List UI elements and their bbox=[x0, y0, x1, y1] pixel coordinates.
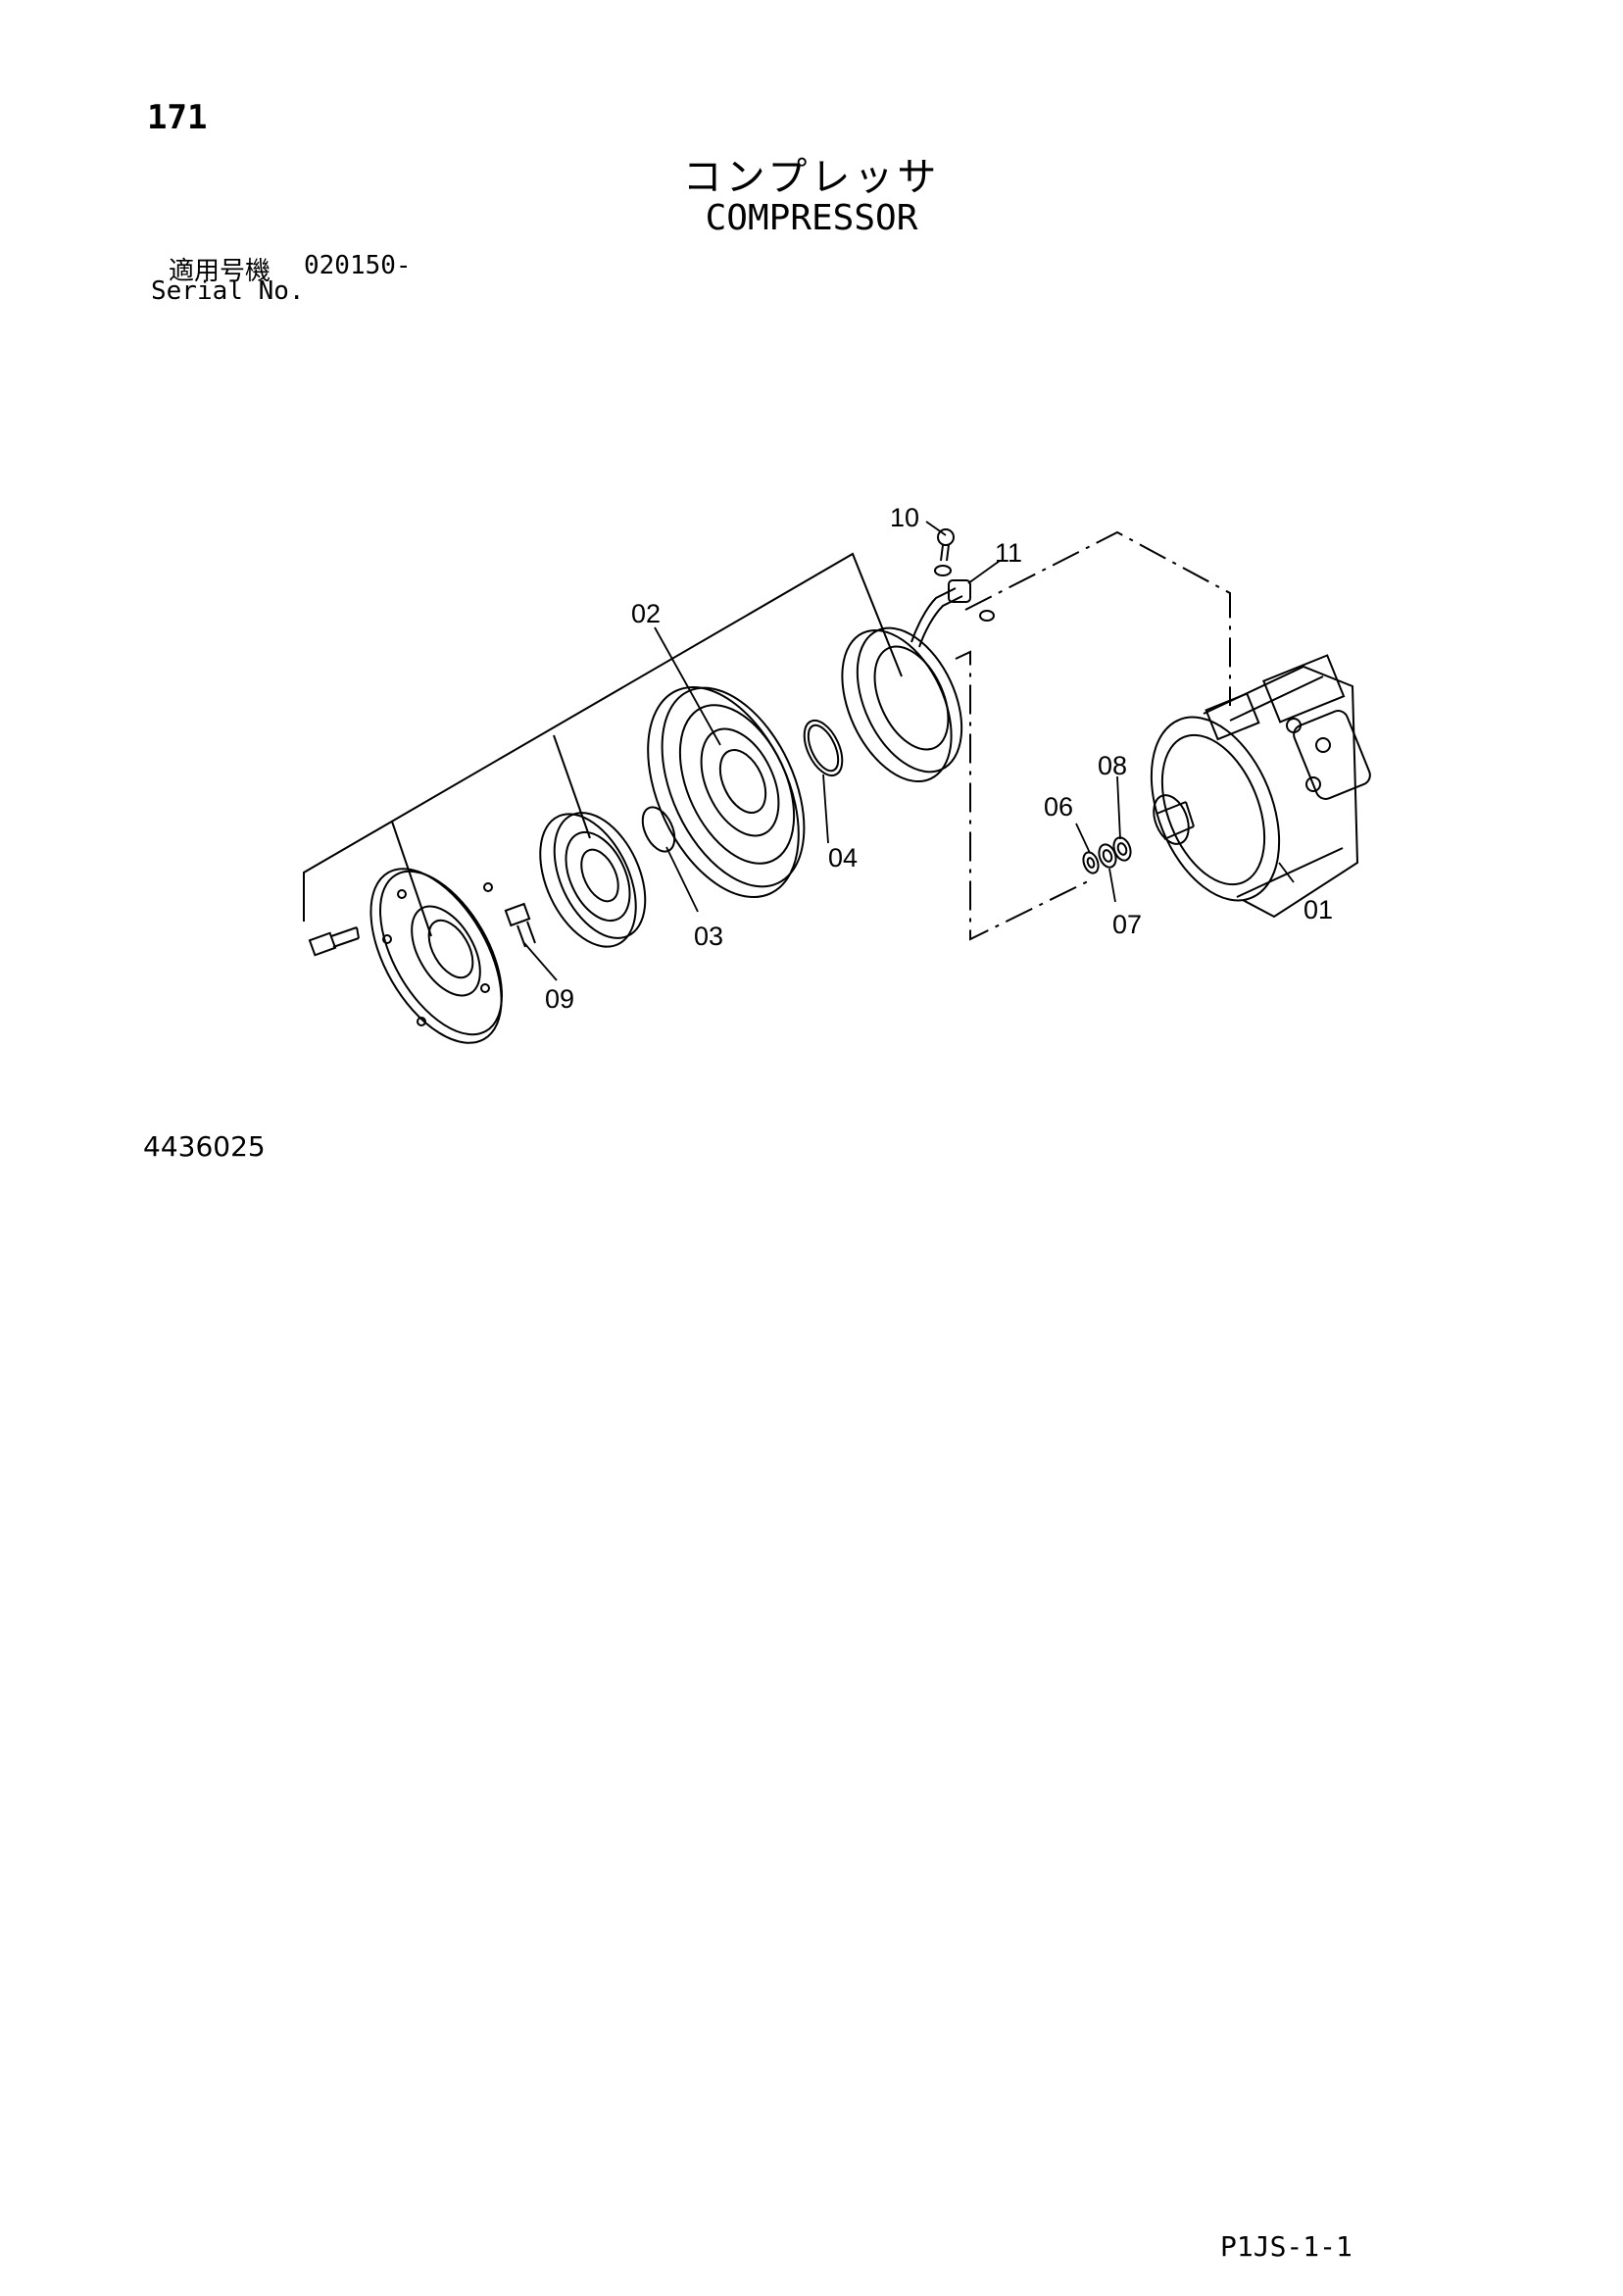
bolt-part-09-left bbox=[308, 926, 360, 957]
callout-04: 04 bbox=[828, 843, 858, 873]
bolt-part-09 bbox=[504, 902, 536, 948]
callout-02: 02 bbox=[631, 599, 661, 628]
page-title-en: COMPRESSOR bbox=[705, 198, 918, 238]
front-plate bbox=[369, 868, 503, 1044]
hub bbox=[539, 812, 647, 948]
callout-labels: 10 11 02 08 06 04 01 07 03 09 bbox=[545, 503, 1333, 1014]
callout-06: 06 bbox=[1044, 792, 1073, 822]
callout-10: 10 bbox=[890, 503, 919, 532]
compressor-body-part-01 bbox=[1150, 654, 1371, 919]
figure-number: 4436025 bbox=[143, 1130, 266, 1163]
page-number: 171 bbox=[147, 98, 208, 137]
clip-part-11 bbox=[979, 610, 995, 622]
callout-09: 09 bbox=[545, 984, 574, 1014]
callout-07: 07 bbox=[1112, 910, 1142, 939]
serial-value: 020150- bbox=[304, 251, 412, 280]
field-coil bbox=[841, 579, 971, 783]
leader-lines bbox=[523, 521, 1295, 981]
washers-06-07-08 bbox=[1082, 836, 1132, 874]
serial-label-en: Serial No. bbox=[151, 276, 305, 306]
assembly-bracket-lines bbox=[303, 552, 903, 937]
page-title-jp: コンプレッサ bbox=[682, 155, 941, 200]
page-code: P1JS-1-1 bbox=[1220, 2230, 1352, 2263]
screw-part-10 bbox=[934, 528, 955, 576]
shim-part-03 bbox=[641, 806, 676, 853]
callout-01: 01 bbox=[1303, 895, 1333, 924]
dashdot-connection-lines bbox=[955, 530, 1231, 941]
callout-03: 03 bbox=[694, 922, 723, 951]
snap-ring-part-04 bbox=[803, 719, 844, 777]
callout-08: 08 bbox=[1098, 751, 1127, 780]
callout-11: 11 bbox=[995, 538, 1022, 568]
pulley-part-02 bbox=[647, 685, 806, 899]
serial-label-jp: 適用号機 bbox=[169, 257, 271, 286]
